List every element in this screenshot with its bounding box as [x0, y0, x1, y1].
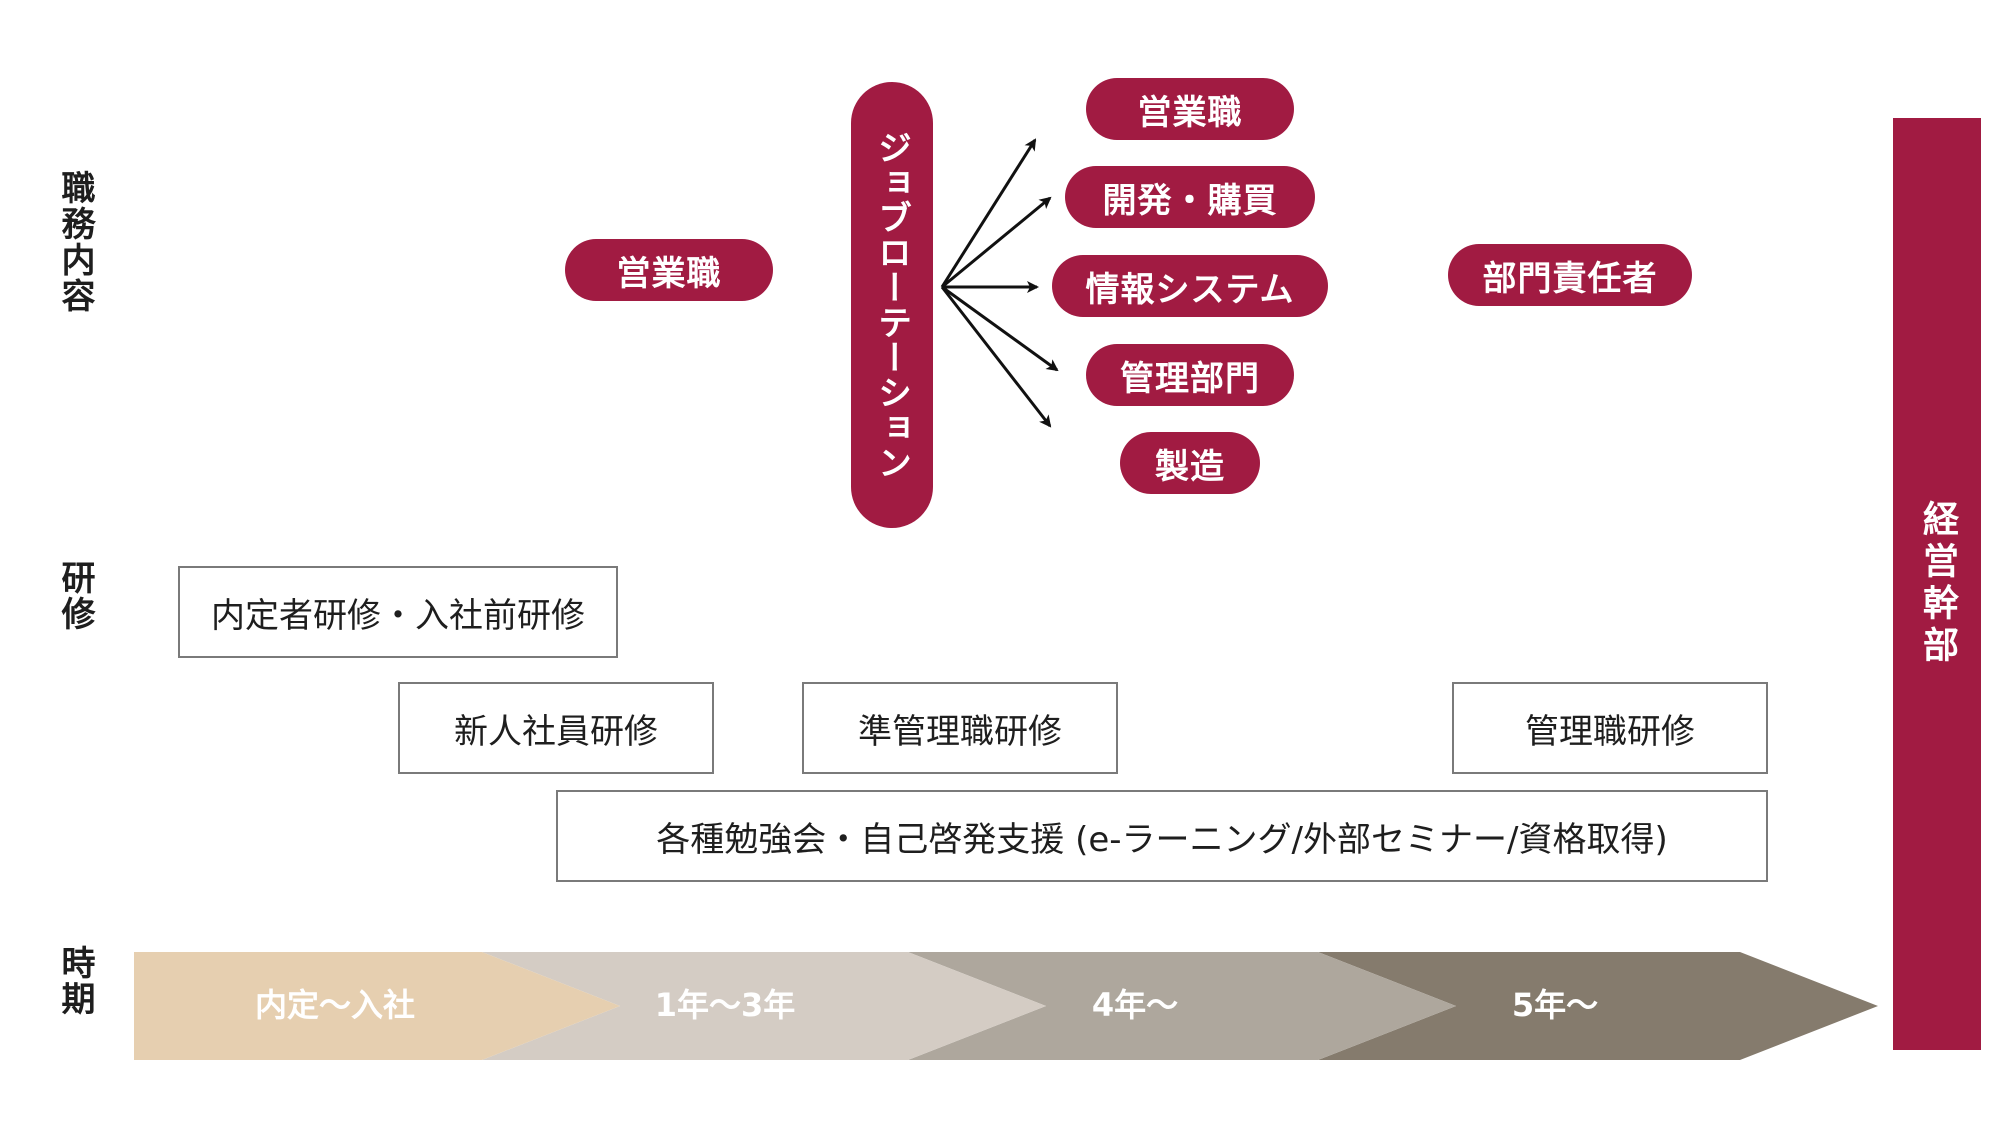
phase-label-offer-to-entry: 内定～入社	[254, 986, 415, 1024]
phase-label-1to3yr: 1年～3年	[654, 986, 796, 1024]
arrow-to-dev	[941, 196, 1052, 289]
new-hire-training-box: 新人社員研修	[398, 682, 714, 774]
option-info-systems-pill: 情報システム	[1052, 255, 1328, 317]
option-manufacturing-pill: 製造	[1120, 432, 1260, 494]
management-training-box: 管理職研修	[1452, 682, 1768, 774]
job-content-label: 職務内容	[55, 170, 95, 314]
pre-management-training-box: 準管理職研修	[802, 682, 1118, 774]
job-rotation-label: ジョブローテーション	[871, 130, 912, 480]
self-development-box: 各種勉強会・自己啓発支援 (e-ラーニング/外部セミナー/資格取得)	[556, 790, 1768, 882]
training-label: 研修	[55, 560, 95, 632]
job-rotation-pill: ジョブローテーション	[851, 82, 933, 528]
option-sales-pill: 営業職	[1086, 78, 1294, 140]
option-admin-pill: 管理部門	[1086, 344, 1294, 406]
executive-label: 経営幹部	[1917, 500, 1958, 668]
arrow-to-manufacturing	[940, 286, 1052, 428]
option-dev-purchasing-pill: 開発・購買	[1065, 166, 1315, 228]
department-manager-pill: 部門責任者	[1448, 244, 1692, 306]
period-label: 時期	[55, 945, 95, 1017]
pre-entry-training-box: 内定者研修・入社前研修	[178, 566, 618, 658]
phase-label-5yr: 5年～	[1511, 986, 1599, 1024]
arrow-to-sales	[940, 138, 1037, 288]
arrow-to-admin	[941, 285, 1059, 372]
phase-label-4yr: 4年～	[1091, 986, 1179, 1024]
initial-job-sales-pill: 営業職	[565, 239, 773, 301]
executive-bar: 経営幹部	[1893, 118, 1981, 1050]
